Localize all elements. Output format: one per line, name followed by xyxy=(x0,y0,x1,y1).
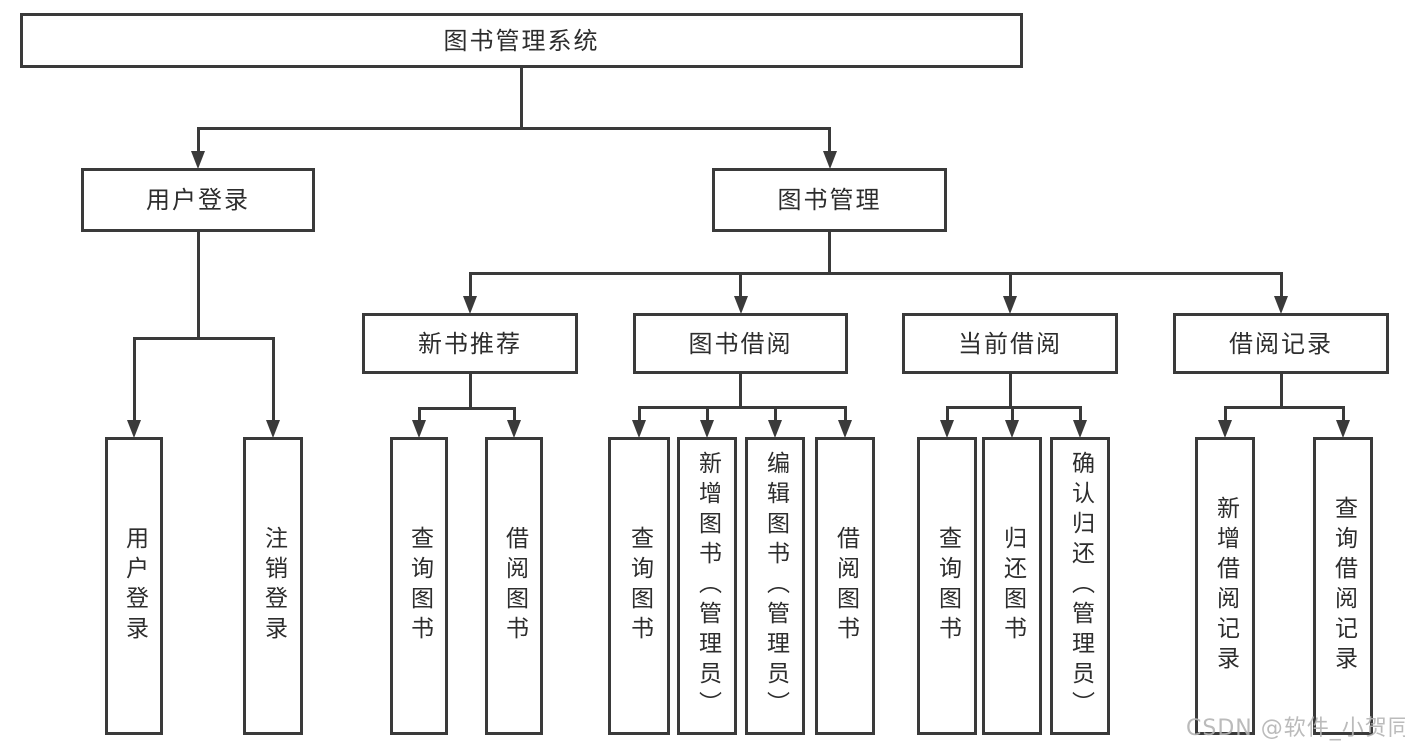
node-label: 图书借阅 xyxy=(688,329,793,358)
connector-line xyxy=(1279,374,1283,406)
connector-line xyxy=(196,127,200,153)
arrowhead-down-icon xyxy=(463,296,477,314)
node-label: 新增借阅记录 xyxy=(1212,496,1239,676)
connector-line xyxy=(196,127,831,130)
diagram-node-root: 图书管理系统 xyxy=(20,13,1023,68)
connector-line xyxy=(1341,406,1345,422)
connector-line xyxy=(1223,406,1227,422)
connector-line xyxy=(271,337,275,422)
connector-line xyxy=(739,272,742,298)
arrowhead-down-icon xyxy=(1003,296,1017,314)
connector-line xyxy=(637,406,641,422)
diagram-node-user-login: 用户登录 xyxy=(81,168,315,232)
diagram-node-bb-borrow: 借阅图书 xyxy=(815,437,875,735)
node-label: 用户登录 xyxy=(121,526,148,646)
node-label: 查询图书 xyxy=(934,526,961,646)
arrowhead-down-icon xyxy=(1073,420,1087,438)
diagram-node-borrow-records: 借阅记录 xyxy=(1173,313,1389,374)
connector-line xyxy=(945,406,1082,409)
node-label: 查询图书 xyxy=(406,526,433,646)
node-label: 确认归还（管理员） xyxy=(1067,451,1094,721)
diagram-node-cb-return: 归还图书 xyxy=(982,437,1042,735)
node-label: 编辑图书（管理员） xyxy=(762,451,789,721)
connector-line xyxy=(843,406,847,422)
connector-line xyxy=(417,407,516,410)
connector-line xyxy=(132,337,136,422)
arrowhead-down-icon xyxy=(768,420,782,438)
arrowhead-down-icon xyxy=(822,151,837,169)
connector-line xyxy=(520,68,523,127)
connector-line xyxy=(705,406,709,422)
connector-line xyxy=(1010,406,1014,422)
node-label: 借阅图书 xyxy=(501,526,528,646)
arrowhead-down-icon xyxy=(1218,420,1232,438)
node-label: 查询借阅记录 xyxy=(1330,496,1357,676)
diagram-node-current-borrow: 当前借阅 xyxy=(902,313,1118,374)
connector-line xyxy=(196,232,200,337)
connector-line xyxy=(468,272,1283,275)
node-label: 新增图书（管理员） xyxy=(694,451,721,721)
node-label: 图书管理 xyxy=(777,186,882,214)
csdn-watermark: CSDN @软件_小贺同学 xyxy=(1186,716,1405,741)
connector-line xyxy=(132,337,275,340)
diagram-node-book-mgmt: 图书管理 xyxy=(712,168,947,232)
diagram-node-br-query: 查询借阅记录 xyxy=(1313,437,1373,735)
diagram-node-new-book-rec: 新书推荐 xyxy=(362,313,578,374)
arrowhead-down-icon xyxy=(412,420,426,438)
arrowhead-down-icon xyxy=(191,151,205,169)
diagram-node-nb-borrow: 借阅图书 xyxy=(485,437,543,735)
connector-line xyxy=(828,127,831,153)
connector-line xyxy=(468,272,472,298)
diagram-node-bb-edit: 编辑图书（管理员） xyxy=(745,437,805,735)
connector-line xyxy=(828,232,831,272)
node-label: 新书推荐 xyxy=(418,329,522,358)
connector-line xyxy=(739,374,742,406)
diagram-node-cb-confirm: 确认归还（管理员） xyxy=(1050,437,1110,735)
diagram-node-leaf-logout: 注销登录 xyxy=(243,437,303,735)
arrowhead-down-icon xyxy=(700,420,714,438)
node-label: 当前借阅 xyxy=(958,329,1062,358)
connector-line xyxy=(1078,406,1082,422)
connector-line xyxy=(1223,406,1345,409)
node-label: 用户登录 xyxy=(146,186,250,214)
connector-line xyxy=(1008,374,1012,406)
node-label: 借阅记录 xyxy=(1229,329,1333,358)
connector-line xyxy=(773,406,777,422)
arrowhead-down-icon xyxy=(1336,420,1350,438)
connector-line xyxy=(1008,272,1012,298)
node-label: 注销登录 xyxy=(260,526,287,646)
node-label: 归还图书 xyxy=(999,526,1026,646)
connector-line xyxy=(637,406,847,409)
connector-line xyxy=(1279,272,1283,298)
diagram-node-bb-add: 新增图书（管理员） xyxy=(677,437,737,735)
arrowhead-down-icon xyxy=(1274,296,1288,314)
diagram-node-book-borrow: 图书借阅 xyxy=(633,313,848,374)
node-label: 查询图书 xyxy=(626,526,653,646)
diagram-node-bb-query: 查询图书 xyxy=(608,437,670,735)
arrowhead-down-icon xyxy=(838,420,852,438)
arrowhead-down-icon xyxy=(733,296,748,314)
connector-line xyxy=(512,407,516,422)
arrowhead-down-icon xyxy=(127,420,141,438)
diagram-node-nb-query: 查询图书 xyxy=(390,437,448,735)
arrowhead-down-icon xyxy=(940,420,954,438)
connector-line xyxy=(945,406,949,422)
connector-line xyxy=(417,407,421,422)
diagram-node-cb-query: 查询图书 xyxy=(917,437,977,735)
connector-line xyxy=(468,374,472,407)
arrowhead-down-icon xyxy=(632,420,646,438)
arrowhead-down-icon xyxy=(1005,420,1019,438)
node-label: 图书管理系统 xyxy=(443,26,600,55)
node-label: 借阅图书 xyxy=(832,526,859,646)
arrowhead-down-icon xyxy=(507,420,521,438)
diagram-node-br-add: 新增借阅记录 xyxy=(1195,437,1255,735)
diagram-node-leaf-login: 用户登录 xyxy=(105,437,163,735)
arrowhead-down-icon xyxy=(266,420,280,438)
